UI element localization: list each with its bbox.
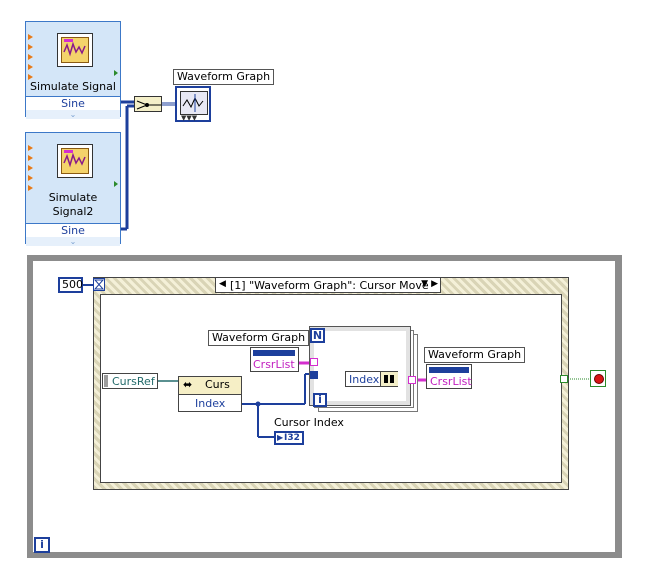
for-loop-output-tunnel (408, 376, 416, 384)
cursor-index-label: Cursor Index (274, 416, 344, 429)
output-terminal-icon (114, 181, 118, 187)
event-output-tunnel (560, 375, 568, 383)
invoke-property-label: Curs (205, 378, 230, 391)
waveform-graph-terminal[interactable]: ▼▼▼ (175, 86, 211, 122)
signal-generator-icon (57, 33, 93, 67)
input-terminal-icon (28, 155, 33, 161)
graph-icon-caption: ▼▼▼ (181, 114, 198, 122)
input-terminal-icon (28, 185, 33, 191)
for-loop-frame[interactable] (309, 326, 411, 406)
express-vi-title: Simulate Signal (30, 80, 116, 93)
decrement-arrow-icon[interactable]: ◀ (219, 279, 226, 289)
waveform-graph-label: Waveform Graph (173, 69, 275, 85)
cursor-invoke-node[interactable]: ⬌ Curs Index (178, 376, 242, 412)
increment-arrow-icon[interactable]: ▶ (431, 279, 438, 289)
timeout-constant[interactable]: 500 (58, 277, 83, 293)
input-terminal-icon (28, 74, 33, 80)
input-terminal-icon (28, 165, 33, 171)
merge-signals-node[interactable] (134, 96, 162, 112)
cursref-label: CursRef (112, 375, 155, 388)
for-loop-iteration-terminal: i (313, 393, 327, 407)
input-terminal-icon (28, 44, 33, 50)
timeout-wire (83, 284, 95, 286)
event-data-node[interactable]: CursRef (102, 373, 158, 389)
chevron-down-icon[interactable]: ⌄ (26, 237, 120, 246)
play-arrow-icon: ▶ (277, 433, 284, 442)
input-terminal-icon (28, 145, 33, 151)
property-write-field: CrsrList (430, 375, 472, 388)
property-node-read[interactable]: CrsrList (250, 347, 299, 372)
for-loop-count-terminal: N (310, 328, 325, 343)
invoke-input-label: Index (195, 397, 226, 410)
while-loop-iteration-terminal: i (34, 537, 50, 553)
for-loop-tunnel-index (310, 371, 318, 379)
simulate-signal-express-vi[interactable]: Simulate Signal Sine ⌄ (25, 21, 121, 119)
case-selector-label: [1] "Waveform Graph": Cursor Move (230, 279, 429, 292)
hourglass-icon (93, 278, 105, 291)
output-terminal-icon (114, 70, 118, 76)
bundle-index-label: Index (349, 373, 380, 386)
express-vi-title-line1: Simulate (48, 191, 98, 204)
graph-ref-icon (253, 350, 295, 356)
input-terminal-icon (28, 34, 33, 40)
signal-generator-icon (57, 144, 93, 178)
event-case-selector[interactable]: ◀ [1] "Waveform Graph": Cursor Move ▼ ▶ (215, 277, 441, 293)
cursor-move-icon: ⬌ (183, 378, 193, 391)
cursor-index-datatype: I32 (284, 433, 300, 443)
stop-button-terminal[interactable] (590, 370, 606, 387)
dropdown-arrow-icon[interactable]: ▼ (421, 279, 428, 289)
input-terminal-icon (28, 64, 33, 70)
property-read-field: CrsrList (253, 358, 295, 371)
cursor-index-indicator[interactable]: ▶ I32 (274, 431, 304, 445)
input-terminal-icon (28, 175, 33, 181)
property-node-read-label: Waveform Graph (208, 330, 310, 346)
express-vi-title-line2: Signal2 (52, 205, 94, 218)
property-node-write[interactable]: CrsrList (426, 364, 472, 389)
input-terminal-icon (28, 54, 33, 60)
property-node-write-label: Waveform Graph (424, 347, 526, 363)
simulate-signal2-express-vi[interactable]: Simulate Signal2 Sine ⌄ (25, 132, 121, 246)
bundle-by-name-node[interactable]: Index (345, 371, 398, 387)
chevron-down-icon[interactable]: ⌄ (26, 110, 120, 119)
for-loop-tunnel-cluster (310, 358, 318, 366)
bundle-icon (380, 372, 398, 386)
top-wires (121, 100, 176, 231)
graph-ref-icon (429, 367, 469, 373)
stop-icon (594, 374, 604, 384)
